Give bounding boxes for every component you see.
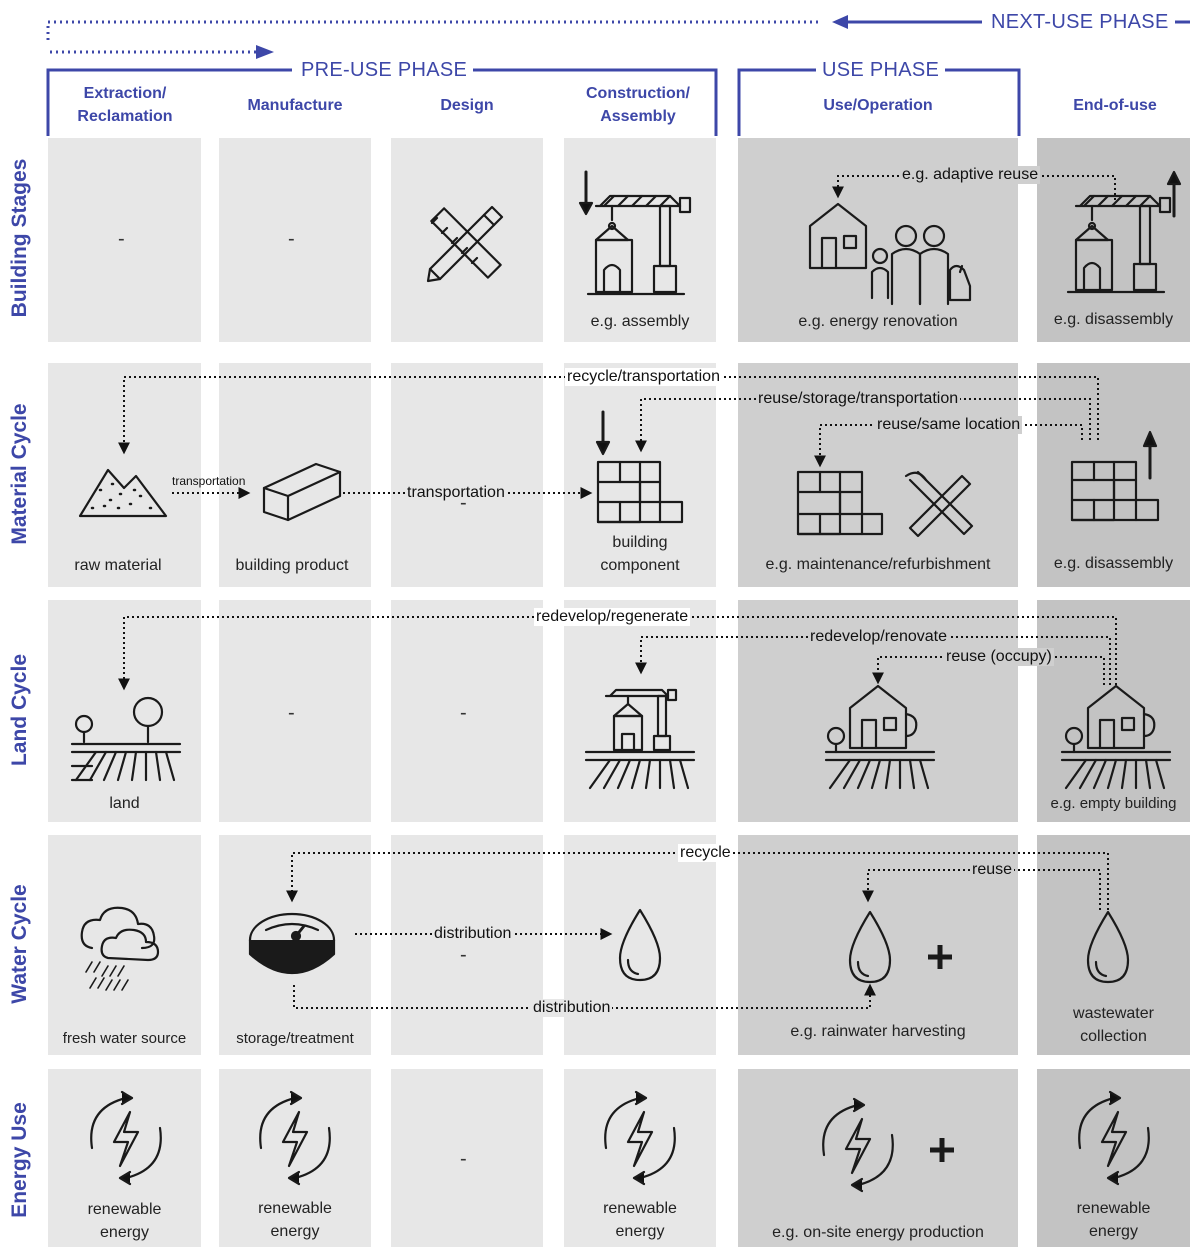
flow-reuse-same-location: reuse/same location (875, 416, 1023, 434)
raw-material-heap-icon (78, 468, 168, 518)
flow-transportation: transportation (405, 484, 507, 502)
land-manufacture-dash: - (288, 702, 295, 724)
col-header-design: Design (440, 96, 494, 114)
cell-building-design (391, 138, 543, 342)
cell-land-construction (564, 600, 716, 822)
brick-wall-icon (595, 410, 684, 524)
water-storage-label: storage/treatment (236, 1030, 354, 1047)
cell-energy-use (738, 1069, 1018, 1247)
land-end-label: e.g. empty building (1050, 795, 1177, 812)
renewable-energy-icon-5 (822, 1097, 894, 1193)
cell-building-construction (564, 138, 716, 342)
ruler-pencil-icon (426, 205, 504, 283)
cell-building-manufacture (219, 138, 371, 342)
col-header-construction: Construction/ Assembly (586, 85, 690, 125)
building-construction-label: e.g. assembly (590, 313, 690, 330)
energy-design-dash: - (460, 1148, 467, 1170)
crane-house-icon (578, 170, 692, 296)
water-end-label: wastewater collection (1073, 1005, 1154, 1045)
row-label-energy: Energy Use (8, 1102, 31, 1218)
col-header-end: End-of-use (1073, 96, 1157, 114)
cell-land-manufacture (219, 600, 371, 822)
next-use-phase-line (46, 15, 1190, 59)
use-bracket (737, 68, 1021, 136)
energy-construction-label: renewable energy (603, 1200, 677, 1240)
rain-cloud-icon (80, 906, 160, 991)
crane-house-disassembly-icon (1066, 170, 1182, 294)
water-design-dash: - (460, 944, 467, 966)
building-manufacture-dash: - (288, 228, 295, 250)
material-product-label: building product (235, 557, 349, 574)
col-header-use: Use/Operation (823, 96, 933, 114)
flow-reuse-occupy: reuse (occupy) (944, 648, 1054, 666)
col-header-manufacture: Manufacture (247, 96, 343, 114)
pre-use-bracket (46, 68, 718, 136)
flow-reuse-storage-transportation: reuse/storage/transportation (756, 390, 961, 408)
water-use-label: e.g. rainwater harvesting (790, 1023, 966, 1040)
flow-redevelop-regenerate: redevelop/regenerate (534, 608, 691, 626)
energy-extraction-label: renewable energy (87, 1201, 162, 1241)
pre-use-phase-label: PRE-USE PHASE (295, 59, 474, 81)
cell-water-extraction (48, 835, 201, 1055)
maintenance-tools-icon (796, 470, 974, 538)
row-label-water: Water Cycle (8, 884, 31, 1004)
house-family-icon (808, 202, 972, 306)
col-header-extraction: Extraction/ Reclamation (77, 85, 173, 125)
flow-water-reuse: reuse (970, 861, 1015, 879)
land-label: land (109, 795, 140, 812)
next-use-phase-label: NEXT-USE PHASE (985, 11, 1175, 33)
row-label-building: Building Stages (8, 158, 31, 318)
water-tank-icon (248, 912, 336, 974)
brick-icon (262, 462, 342, 522)
land-crane-house-icon (584, 688, 696, 790)
flow-adaptive-reuse: e.g. adaptive reuse (900, 166, 1041, 184)
energy-manufacture-label: renewable energy (258, 1200, 332, 1240)
flow-redevelop-renovate: redevelop/renovate (808, 628, 949, 646)
cell-land-design (391, 600, 543, 822)
material-use-label: e.g. maintenance/refurbishment (765, 556, 991, 573)
cell-water-end (1037, 835, 1190, 1055)
building-use-label: e.g. energy renovation (798, 313, 958, 330)
cell-water-design (391, 835, 543, 1055)
empty-building-icon (1060, 684, 1172, 790)
flow-water-recycle: recycle (678, 844, 733, 862)
land-design-dash: - (460, 702, 467, 724)
renewable-energy-icon-6 (1078, 1090, 1150, 1186)
row-label-land: Land Cycle (8, 653, 31, 767)
plus-icon (928, 945, 954, 1162)
cell-material-design (391, 363, 543, 587)
use-phase-label: USE PHASE (816, 59, 946, 81)
flow-distribution-1: distribution (432, 925, 514, 943)
building-extraction-dash: - (118, 228, 125, 250)
land-field-icon (70, 696, 182, 782)
cell-building-extraction (48, 138, 201, 342)
renewable-energy-icon-2 (259, 1090, 331, 1186)
land-house-icon (824, 684, 936, 790)
water-drop-icon (618, 908, 662, 982)
rainwater-drop-icon (848, 910, 892, 984)
material-component-label: building component (600, 534, 680, 574)
flow-recycle-transportation: recycle/transportation (565, 368, 722, 386)
brick-wall-up-icon (1070, 430, 1160, 522)
energy-end-label: renewable energy (1076, 1200, 1151, 1240)
material-end-label: e.g. disassembly (1053, 555, 1174, 572)
cell-energy-design (391, 1069, 543, 1247)
renewable-energy-icon-4 (604, 1090, 676, 1186)
flow-transportation-small: transportation (172, 474, 246, 488)
cell-water-construction (564, 835, 716, 1055)
cell-building-end (1037, 138, 1190, 342)
wastewater-drop-icon (1086, 910, 1130, 984)
material-raw-label: raw material (74, 557, 162, 574)
water-source-label: fresh water source (62, 1030, 187, 1047)
energy-use-label: e.g. on-site energy production (772, 1224, 984, 1241)
flow-distribution-2: distribution (531, 999, 613, 1017)
material-design-dash: - (460, 492, 467, 514)
cell-material-manufacture (219, 363, 371, 587)
renewable-energy-icon-1 (90, 1090, 162, 1186)
building-end-label: e.g. disassembly (1053, 311, 1174, 328)
row-label-material: Material Cycle (8, 403, 31, 545)
